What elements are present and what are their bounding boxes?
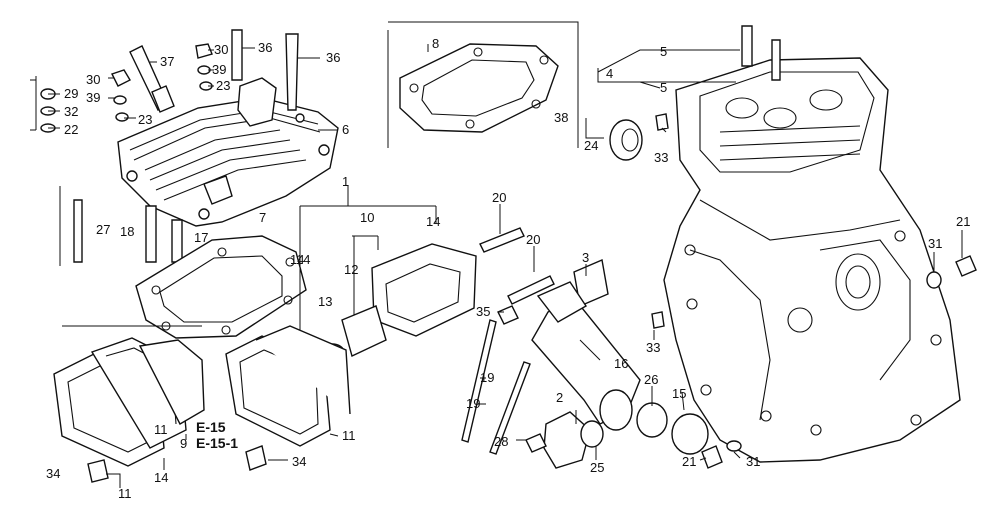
callout: 23 xyxy=(216,78,230,93)
callout-labels: 1 2 3 4 5 5 6 7 8 9 10 11 11 11 12 13 14… xyxy=(46,36,970,501)
callout: 11 xyxy=(118,486,132,501)
callout: 2 xyxy=(556,390,563,405)
callout: 26 xyxy=(644,372,658,387)
lower-gaskets xyxy=(53,325,351,467)
ref-e15: E-15 xyxy=(196,419,226,435)
callout: 5 xyxy=(660,80,667,95)
callout: 1 xyxy=(342,174,349,189)
callout: 31 xyxy=(746,454,760,469)
callout: 38 xyxy=(554,110,568,125)
callout: 32 xyxy=(64,104,78,119)
callout: 34 xyxy=(46,466,60,481)
callout: 15 xyxy=(672,386,686,401)
elbow-and-seals xyxy=(525,255,977,469)
callout: 6 xyxy=(342,122,349,137)
callout: 29 xyxy=(64,86,78,101)
callout: 24 xyxy=(584,138,598,153)
callout: 3 xyxy=(582,250,589,265)
reed-valve-assembly xyxy=(299,206,477,361)
leader-lines xyxy=(30,44,963,488)
callout: 12 xyxy=(344,262,358,277)
callout: 14 xyxy=(154,470,168,485)
small-nuts-washers xyxy=(35,29,299,133)
callout: 33 xyxy=(646,340,660,355)
callout: 39 xyxy=(212,62,226,77)
callout: 27 xyxy=(96,222,110,237)
callout: 19 xyxy=(466,396,480,411)
callout: 35 xyxy=(476,304,490,319)
callout: 36 xyxy=(258,40,272,55)
callout: 5 xyxy=(660,44,667,59)
callout: 23 xyxy=(138,112,152,127)
head-gasket-8 xyxy=(387,21,579,148)
callout: 16 xyxy=(614,356,628,371)
callout: 30 xyxy=(86,72,100,87)
callout: 25 xyxy=(590,460,604,475)
callout: 14 xyxy=(290,252,304,267)
callout: 10 xyxy=(360,210,374,225)
callout: 8 xyxy=(432,36,439,51)
callout: 34 xyxy=(292,454,306,469)
ref-e15-1: E-15-1 xyxy=(196,435,238,451)
callout: 17 xyxy=(194,230,208,245)
oil-seal-dowels xyxy=(609,113,669,329)
studs-left xyxy=(59,186,183,266)
callout: 37 xyxy=(160,54,174,69)
callout: 7 xyxy=(259,210,266,225)
callout: 14 xyxy=(296,252,310,267)
bolts-34 xyxy=(87,445,267,483)
callout: 21 xyxy=(956,214,970,229)
callout: 31 xyxy=(928,236,942,251)
callout: 11 xyxy=(342,428,356,443)
callout: 33 xyxy=(654,150,668,165)
cylinder-head-cover xyxy=(117,77,339,227)
callout: 20 xyxy=(492,190,506,205)
cylinder-block xyxy=(663,25,961,463)
callout: 11 xyxy=(154,422,168,437)
callout: 22 xyxy=(64,122,78,137)
callout: 14 xyxy=(426,214,440,229)
head-gasket-7 xyxy=(135,235,307,339)
callout: 9 xyxy=(180,436,187,451)
callout: 20 xyxy=(526,232,540,247)
callout: 39 xyxy=(86,90,100,105)
intake-pipe xyxy=(461,227,641,455)
callout: 36 xyxy=(326,50,340,65)
callout: 13 xyxy=(318,294,332,309)
callout: 21 xyxy=(682,454,696,469)
callout: 28 xyxy=(494,434,508,449)
callout: 4 xyxy=(606,66,613,81)
callout: 18 xyxy=(120,224,134,239)
callout: 30 xyxy=(214,42,228,57)
callout: 19 xyxy=(480,370,494,385)
